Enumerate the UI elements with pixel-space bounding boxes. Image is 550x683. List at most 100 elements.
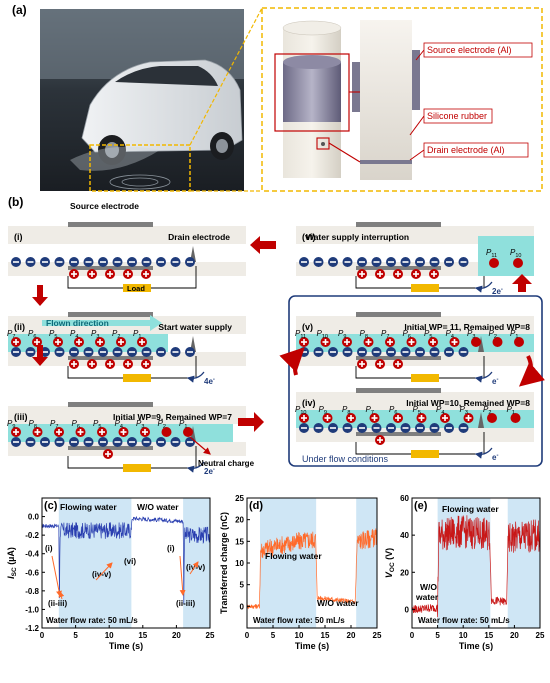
callout-silicone: Silicone rubber (427, 111, 487, 121)
x-tick-label: 20 (172, 631, 181, 640)
y-tick-label: 15 (235, 537, 244, 546)
car-photo (40, 9, 244, 192)
electron-count: 4e- (204, 377, 215, 386)
plot-frame (411, 497, 541, 629)
packet-label: P7 (366, 405, 374, 416)
callout-drain: Drain electrode (Al) (427, 145, 505, 155)
load-resistor (123, 374, 151, 382)
x-tick-label: 15 (138, 631, 147, 640)
packet-label: P1 (179, 419, 187, 430)
panel-label: (c) (44, 500, 58, 512)
y-tick-label: 5 (240, 581, 245, 590)
drain-electrode-tip (478, 336, 484, 352)
x-tick-label: 20 (347, 631, 356, 640)
drain-channel-electrode (356, 432, 441, 436)
x-tick-label: 25 (373, 631, 382, 640)
annotation-arrow (179, 555, 186, 596)
device-zoom (261, 7, 543, 192)
y-axis-label: ISC (µA) (6, 547, 18, 579)
step-id: (iii) (14, 412, 28, 422)
annotation-step: (i) (167, 544, 175, 553)
plot-frame (41, 497, 211, 629)
source-electrode (68, 312, 153, 317)
step-text: Initial WP= 11, Remained WP=8 (404, 322, 530, 332)
water-layer (8, 334, 168, 352)
y-tick-label: 20 (235, 516, 244, 525)
electron-count: 2e- (204, 467, 215, 476)
y-tick-label: -0.4 (25, 550, 39, 559)
packet-label: P10 (295, 405, 306, 416)
x-tick-label: 0 (245, 631, 250, 640)
packet-label: P10 (317, 329, 328, 340)
flow-conditions-label: Under flow conditions (302, 454, 389, 464)
packet-label: P6 (72, 419, 80, 430)
packet-label: P6 (403, 329, 411, 340)
load-resistor (411, 450, 439, 458)
step-id: (ii) (14, 322, 25, 332)
source-electrode (356, 388, 441, 393)
y-tick-label: 25 (235, 494, 244, 503)
device-callouts: Source electrode (Al) Silicone rubber Dr… (409, 42, 533, 161)
annotation-step: (iv-v) (186, 563, 205, 572)
packet-label: P5 (424, 329, 432, 340)
shaded-region (58, 498, 132, 628)
drain-electrode-tip (478, 412, 484, 428)
y-tick-label: 0 (240, 602, 245, 611)
packet-label: P4 (436, 405, 444, 416)
annotation-step: (ii-iii) (176, 599, 195, 608)
annotation-step: (ii-iii) (48, 599, 67, 608)
y-tick-label: -1.0 (25, 605, 39, 614)
packet-label: P3 (467, 329, 475, 340)
shaded-region (356, 498, 377, 628)
y-tick-label: -1.2 (25, 624, 39, 633)
panel-b-label: (b) (8, 195, 23, 209)
packet-label: P5 (93, 419, 101, 430)
packet-label: P1 (507, 405, 515, 416)
packet-label: P1 (510, 329, 518, 340)
annotation-flowing: Flowing water (60, 502, 117, 512)
packet-label: P11 (295, 329, 306, 340)
data-trace (41, 515, 211, 604)
x-tick-label: 15 (321, 631, 330, 640)
water-packet (183, 427, 193, 437)
source-electrode (356, 312, 441, 317)
annotation-wo: W/O (420, 582, 437, 592)
drain-channel-electrode (356, 356, 441, 360)
step-arrows (32, 236, 545, 432)
flow-direction-label: Flown direction (46, 318, 109, 328)
packet-label: P10 (510, 248, 521, 259)
x-tick-label: 5 (435, 631, 440, 640)
flow-rate-note: Water flow rate: 50 mL/s (418, 616, 510, 625)
drain-channel-electrode (68, 356, 153, 360)
y-tick-label: -0.8 (25, 587, 39, 596)
panel-a-label: (a) (12, 3, 27, 17)
drain-channel-electrode (68, 266, 153, 270)
step-text: Drain electrode (168, 232, 230, 242)
data-trace (411, 515, 541, 618)
x-tick-label: 25 (206, 631, 215, 640)
x-tick-label: 5 (271, 631, 276, 640)
y-axis-label: Transferred charge (nC) (219, 512, 229, 614)
load-resistor (411, 284, 439, 292)
water-packet (514, 337, 524, 347)
packet-label: P8 (29, 419, 37, 430)
packet-label: P1 (133, 329, 141, 340)
packet-label: P3 (460, 405, 468, 416)
y-tick-label: 60 (400, 494, 409, 503)
drain-channel-electrode (356, 266, 441, 270)
x-axis-label: Time (s) (295, 641, 329, 651)
panel-label: (d) (249, 500, 263, 512)
annotation-arrow (58, 591, 65, 600)
step-id: (v) (302, 322, 313, 332)
x-tick-label: 0 (410, 631, 415, 640)
neutral-charge-label: Neutral charge (198, 459, 255, 468)
packet-label: P8 (360, 329, 368, 340)
flow-direction-arrow (42, 315, 162, 331)
packet-label: P5 (49, 329, 57, 340)
